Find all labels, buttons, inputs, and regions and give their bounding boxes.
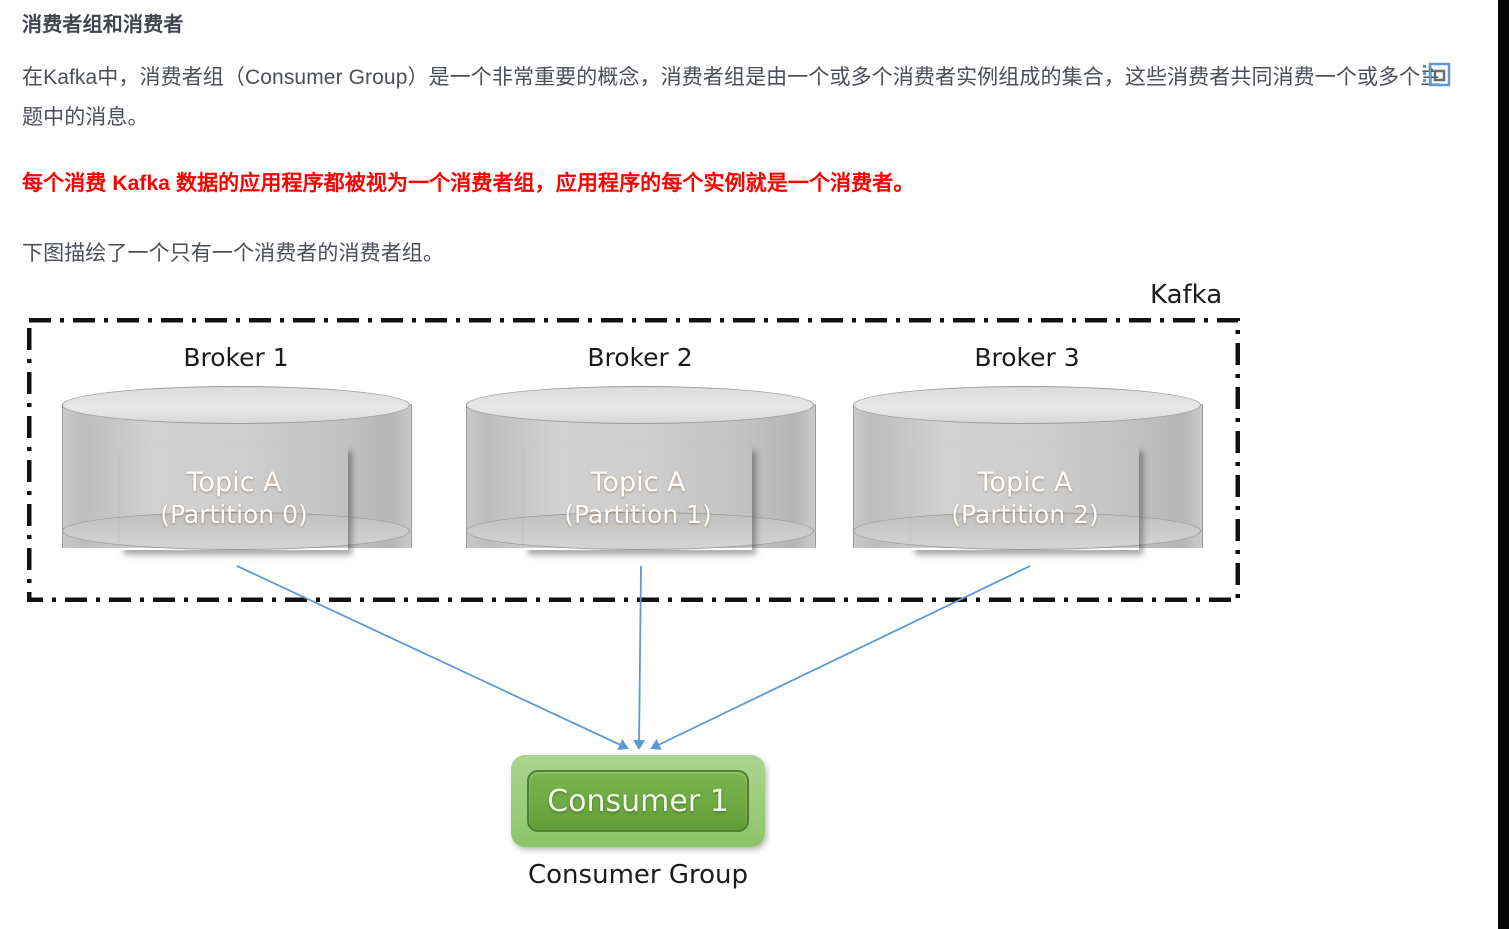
- cylinder-top-ellipse: [853, 386, 1201, 424]
- broker-label-2: Broker 2: [587, 343, 693, 372]
- kafka-cluster-label: Kafka: [1150, 280, 1223, 310]
- broker-cylinder-1: Topic A (Partition 0): [62, 386, 412, 566]
- cylinder-top-ellipse: [466, 386, 814, 424]
- broker-label-1: Broker 1: [183, 343, 289, 372]
- paragraph-highlight: 每个消费 Kafka 数据的应用程序都被视为一个消费者组，应用程序的每个实例就是…: [22, 172, 915, 195]
- paragraph-figure-caption: 下图描绘了一个只有一个消费者的消费者组。: [22, 242, 444, 265]
- consumer-label: Consumer 1: [547, 783, 729, 819]
- panel-toggle-icon[interactable]: [1422, 62, 1452, 96]
- article-body: 消费者组和消费者 在Kafka中，消费者组（Consumer Group）是一个…: [22, 10, 1462, 274]
- topic-partition-1: (Partition 0): [160, 499, 308, 529]
- topic-partition-box-2: Topic A (Partition 1): [524, 446, 752, 550]
- paragraph-intro: 在Kafka中，消费者组（Consumer Group）是一个非常重要的概念，消…: [22, 66, 1442, 129]
- consumer-group-box: Consumer 1: [511, 755, 765, 847]
- broker-cylinder-2: Topic A (Partition 1): [466, 386, 816, 566]
- cylinder-top-ellipse: [62, 386, 410, 424]
- consumer-group-caption: Consumer Group: [528, 860, 748, 890]
- broker-cylinder-3: Topic A (Partition 2): [853, 386, 1203, 566]
- topic-partition-box-3: Topic A (Partition 2): [911, 446, 1139, 550]
- page-title: 消费者组和消费者: [22, 14, 184, 36]
- topic-name-3: Topic A: [977, 466, 1073, 498]
- topic-name-1: Topic A: [186, 466, 282, 498]
- broker-label-3: Broker 3: [974, 343, 1080, 372]
- cylinder-bottom-ellipse: [853, 512, 1201, 550]
- kafka-cluster-boundary: [27, 318, 1240, 602]
- topic-name-2: Topic A: [590, 466, 686, 498]
- topic-partition-2: (Partition 1): [564, 499, 712, 529]
- consumer-instance-box: Consumer 1: [527, 770, 749, 832]
- window-right-edge: [1498, 0, 1509, 929]
- cylinder-bottom-ellipse: [62, 512, 410, 550]
- topic-partition-box-1: Topic A (Partition 0): [120, 446, 348, 550]
- cylinder-bottom-ellipse: [466, 512, 814, 550]
- topic-partition-3: (Partition 2): [951, 499, 1099, 529]
